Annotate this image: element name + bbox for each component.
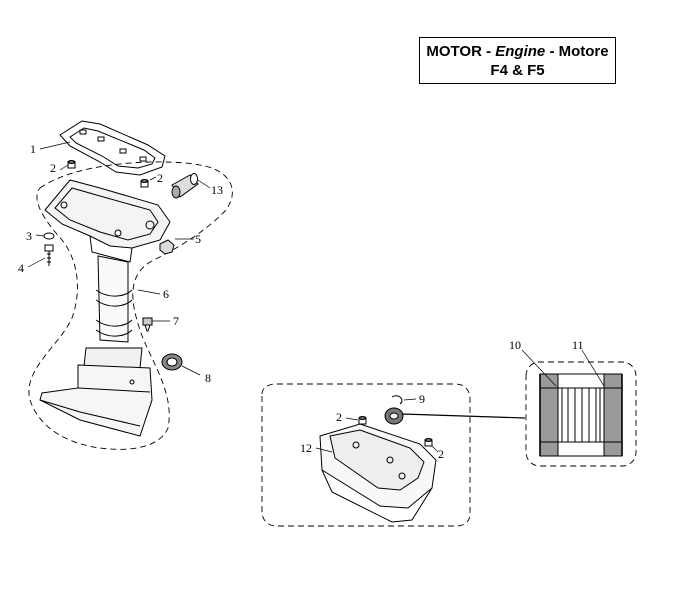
detail-link-line bbox=[401, 413, 526, 419]
part-gear-cover bbox=[319, 423, 437, 523]
callout-6: 6 bbox=[163, 287, 169, 301]
title-box: MOTOR - Engine - Motore F4 & F5 bbox=[419, 37, 616, 84]
part-screw-a bbox=[67, 160, 76, 169]
part-nut bbox=[159, 239, 175, 255]
callout-2b: 2 bbox=[157, 171, 163, 185]
part-seal bbox=[161, 353, 183, 371]
callout-5: 5 bbox=[195, 232, 201, 246]
callout-4: 4 bbox=[18, 261, 24, 275]
part-needle-bearing-detail bbox=[539, 373, 623, 457]
callout-11: 11 bbox=[572, 338, 584, 352]
title-line-2: F4 & F5 bbox=[490, 62, 545, 79]
part-bearing-small bbox=[384, 407, 404, 425]
group-outline-detail bbox=[525, 361, 637, 467]
part-bolt bbox=[44, 244, 54, 266]
part-retaining-ring bbox=[391, 395, 403, 405]
callout-8: 8 bbox=[205, 371, 211, 385]
part-lower-leg bbox=[39, 364, 153, 437]
part-plug bbox=[142, 317, 153, 332]
callout-13: 13 bbox=[211, 183, 223, 197]
callout-labels: 1 2 2 3 4 5 6 7 8 13 10 11 9 2 12 2 bbox=[18, 142, 584, 461]
callout-7: 7 bbox=[173, 314, 179, 328]
part-screw-d bbox=[424, 438, 433, 447]
part-sleeve bbox=[171, 173, 199, 199]
callout-2d: 2 bbox=[438, 447, 444, 461]
callout-1: 1 bbox=[30, 142, 36, 156]
title-engine: Engine bbox=[495, 43, 546, 60]
group-outline-main bbox=[28, 161, 233, 450]
title-line-1: MOTOR - Engine - Motore bbox=[420, 42, 615, 61]
leader-lines-detail bbox=[521, 349, 605, 387]
part-shaft-housing bbox=[83, 255, 143, 369]
leader-lines-left bbox=[27, 141, 211, 376]
callout-2c: 2 bbox=[336, 410, 342, 424]
part-screw-b bbox=[140, 179, 149, 188]
part-washer bbox=[43, 232, 55, 240]
part-gasket bbox=[59, 120, 166, 176]
title-motor: MOTOR - bbox=[426, 43, 496, 60]
callout-12: 12 bbox=[300, 441, 312, 455]
callout-3: 3 bbox=[26, 229, 32, 243]
callout-9: 9 bbox=[419, 392, 425, 406]
callout-2a: 2 bbox=[50, 161, 56, 175]
part-screw-c bbox=[358, 416, 367, 425]
callout-10: 10 bbox=[509, 338, 521, 352]
part-top-cover bbox=[44, 179, 171, 263]
group-outline-lower bbox=[261, 383, 471, 527]
title-motore: - Motore bbox=[545, 43, 609, 60]
leader-lines-lower bbox=[315, 398, 439, 453]
